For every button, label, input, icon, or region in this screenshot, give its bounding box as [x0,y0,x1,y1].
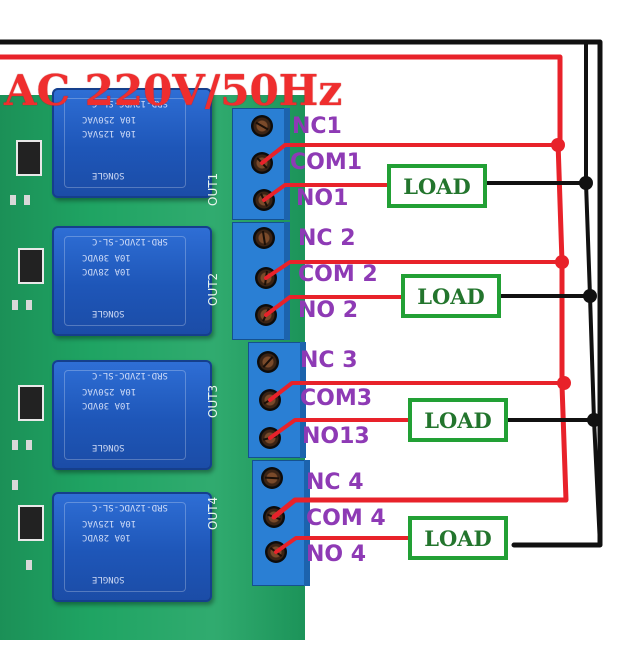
live-wire [271,139,569,520]
com-wire [264,260,564,280]
board-component [16,140,42,176]
pin-label-com1: COM1 [290,150,363,175]
pin-label-nc4: NC 4 [306,470,364,495]
relay-face [64,236,186,326]
board-component [18,385,44,421]
board-component [12,300,18,310]
load-label: LOAD [417,283,485,309]
pin-label-com2: COM 2 [298,262,378,287]
screw-terminal [261,467,283,489]
screw-terminal [251,115,273,137]
load-label: LOAD [403,173,471,199]
board-component [12,440,18,450]
pin-label-no2: NO 2 [298,298,359,323]
live-wire [0,54,563,145]
pin-label-no13: NO13 [302,424,370,449]
load-box-4: LOAD [408,516,508,560]
no-wire [262,183,389,202]
pin-label-nc2: NC 2 [298,226,356,251]
screw-terminal [253,227,275,249]
board-component [26,560,32,570]
neutral-junction [579,176,593,190]
screw-terminal [257,351,279,373]
board-component [10,195,16,205]
board-component [26,440,32,450]
relay-face [64,98,186,188]
relay-4: SRD-12VDC-SL-C 10A 125VAC 10A 28VDC SONG… [52,492,212,602]
load-box-1: LOAD [387,164,487,208]
board-component [18,248,44,284]
no-wire [268,418,410,440]
load-box-2: LOAD [401,274,501,318]
board-component [26,300,32,310]
no-wire [274,536,410,554]
relay-3: SRD-12VDC-SL-C 10A 250VAC 10A 30VDC SONG… [52,360,212,470]
neutral-wire [0,39,603,548]
pin-label-nc1: NC1 [292,114,342,139]
relay-1: SRD-12VDC-SL-C 10A 250VAC 10A 125VAC SON… [52,88,212,198]
diagram-title: AC 220V/50Hz [4,66,343,115]
live-junction [555,255,569,269]
pin-label-com4: COM 4 [306,506,386,531]
pin-label-no1: NO1 [296,186,349,211]
no-wire [264,295,403,317]
com-wire [260,143,560,165]
com-wire [268,381,566,402]
pin-label-nc3: NC 3 [300,348,358,373]
board-component [24,195,30,205]
relay-face [64,502,186,592]
pin-label-com3: COM3 [300,386,373,411]
load-label: LOAD [424,407,492,433]
neutral-junction [583,289,597,303]
relay-2: SRD-12VDC-SL-C 10A 30VDC 10A 28VDC SONGL… [52,226,212,336]
pin-label-no4: NO 4 [306,542,367,567]
live-junction [551,138,565,152]
load-box-3: LOAD [408,398,508,442]
live-junction [557,376,571,390]
neutral-junction [587,413,601,427]
relay-face [64,370,186,460]
board-component [18,505,44,541]
board-component [12,480,18,490]
load-label: LOAD [424,525,492,551]
